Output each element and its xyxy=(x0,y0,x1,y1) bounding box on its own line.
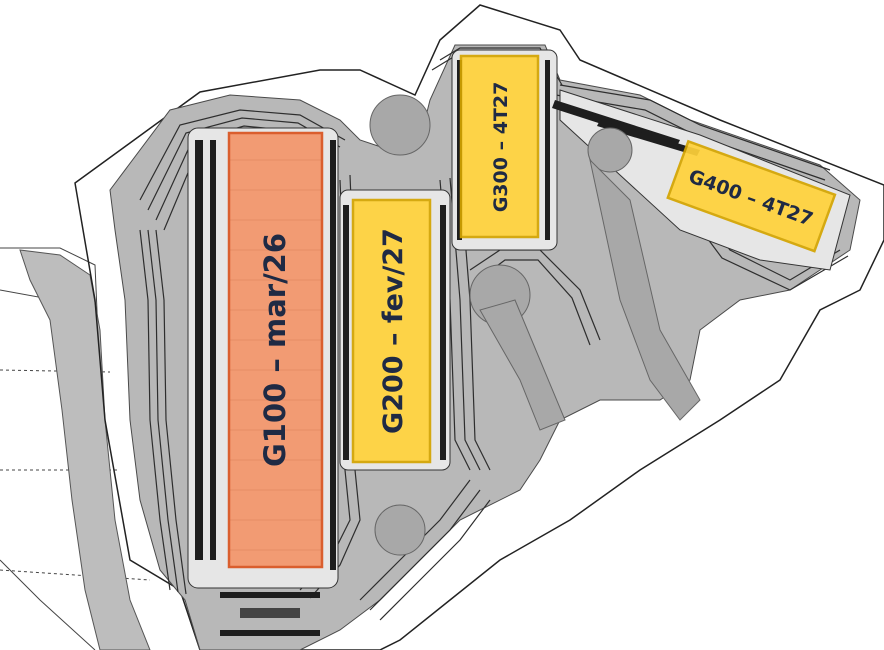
building-g100-label: G100 – mar/26 xyxy=(258,233,292,467)
parking-stripes xyxy=(195,60,700,636)
access-roads xyxy=(369,94,701,556)
building-g200-label: G200 – fev/27 xyxy=(378,228,409,434)
building-g100[interactable]: G100 – mar/26 xyxy=(227,131,324,569)
building-g300[interactable]: G300 – 4T27 xyxy=(459,54,540,239)
building-g200[interactable]: G200 – fev/27 xyxy=(351,198,432,464)
building-g300-label: G300 – 4T27 xyxy=(490,82,512,213)
property-boundary xyxy=(74,4,884,650)
